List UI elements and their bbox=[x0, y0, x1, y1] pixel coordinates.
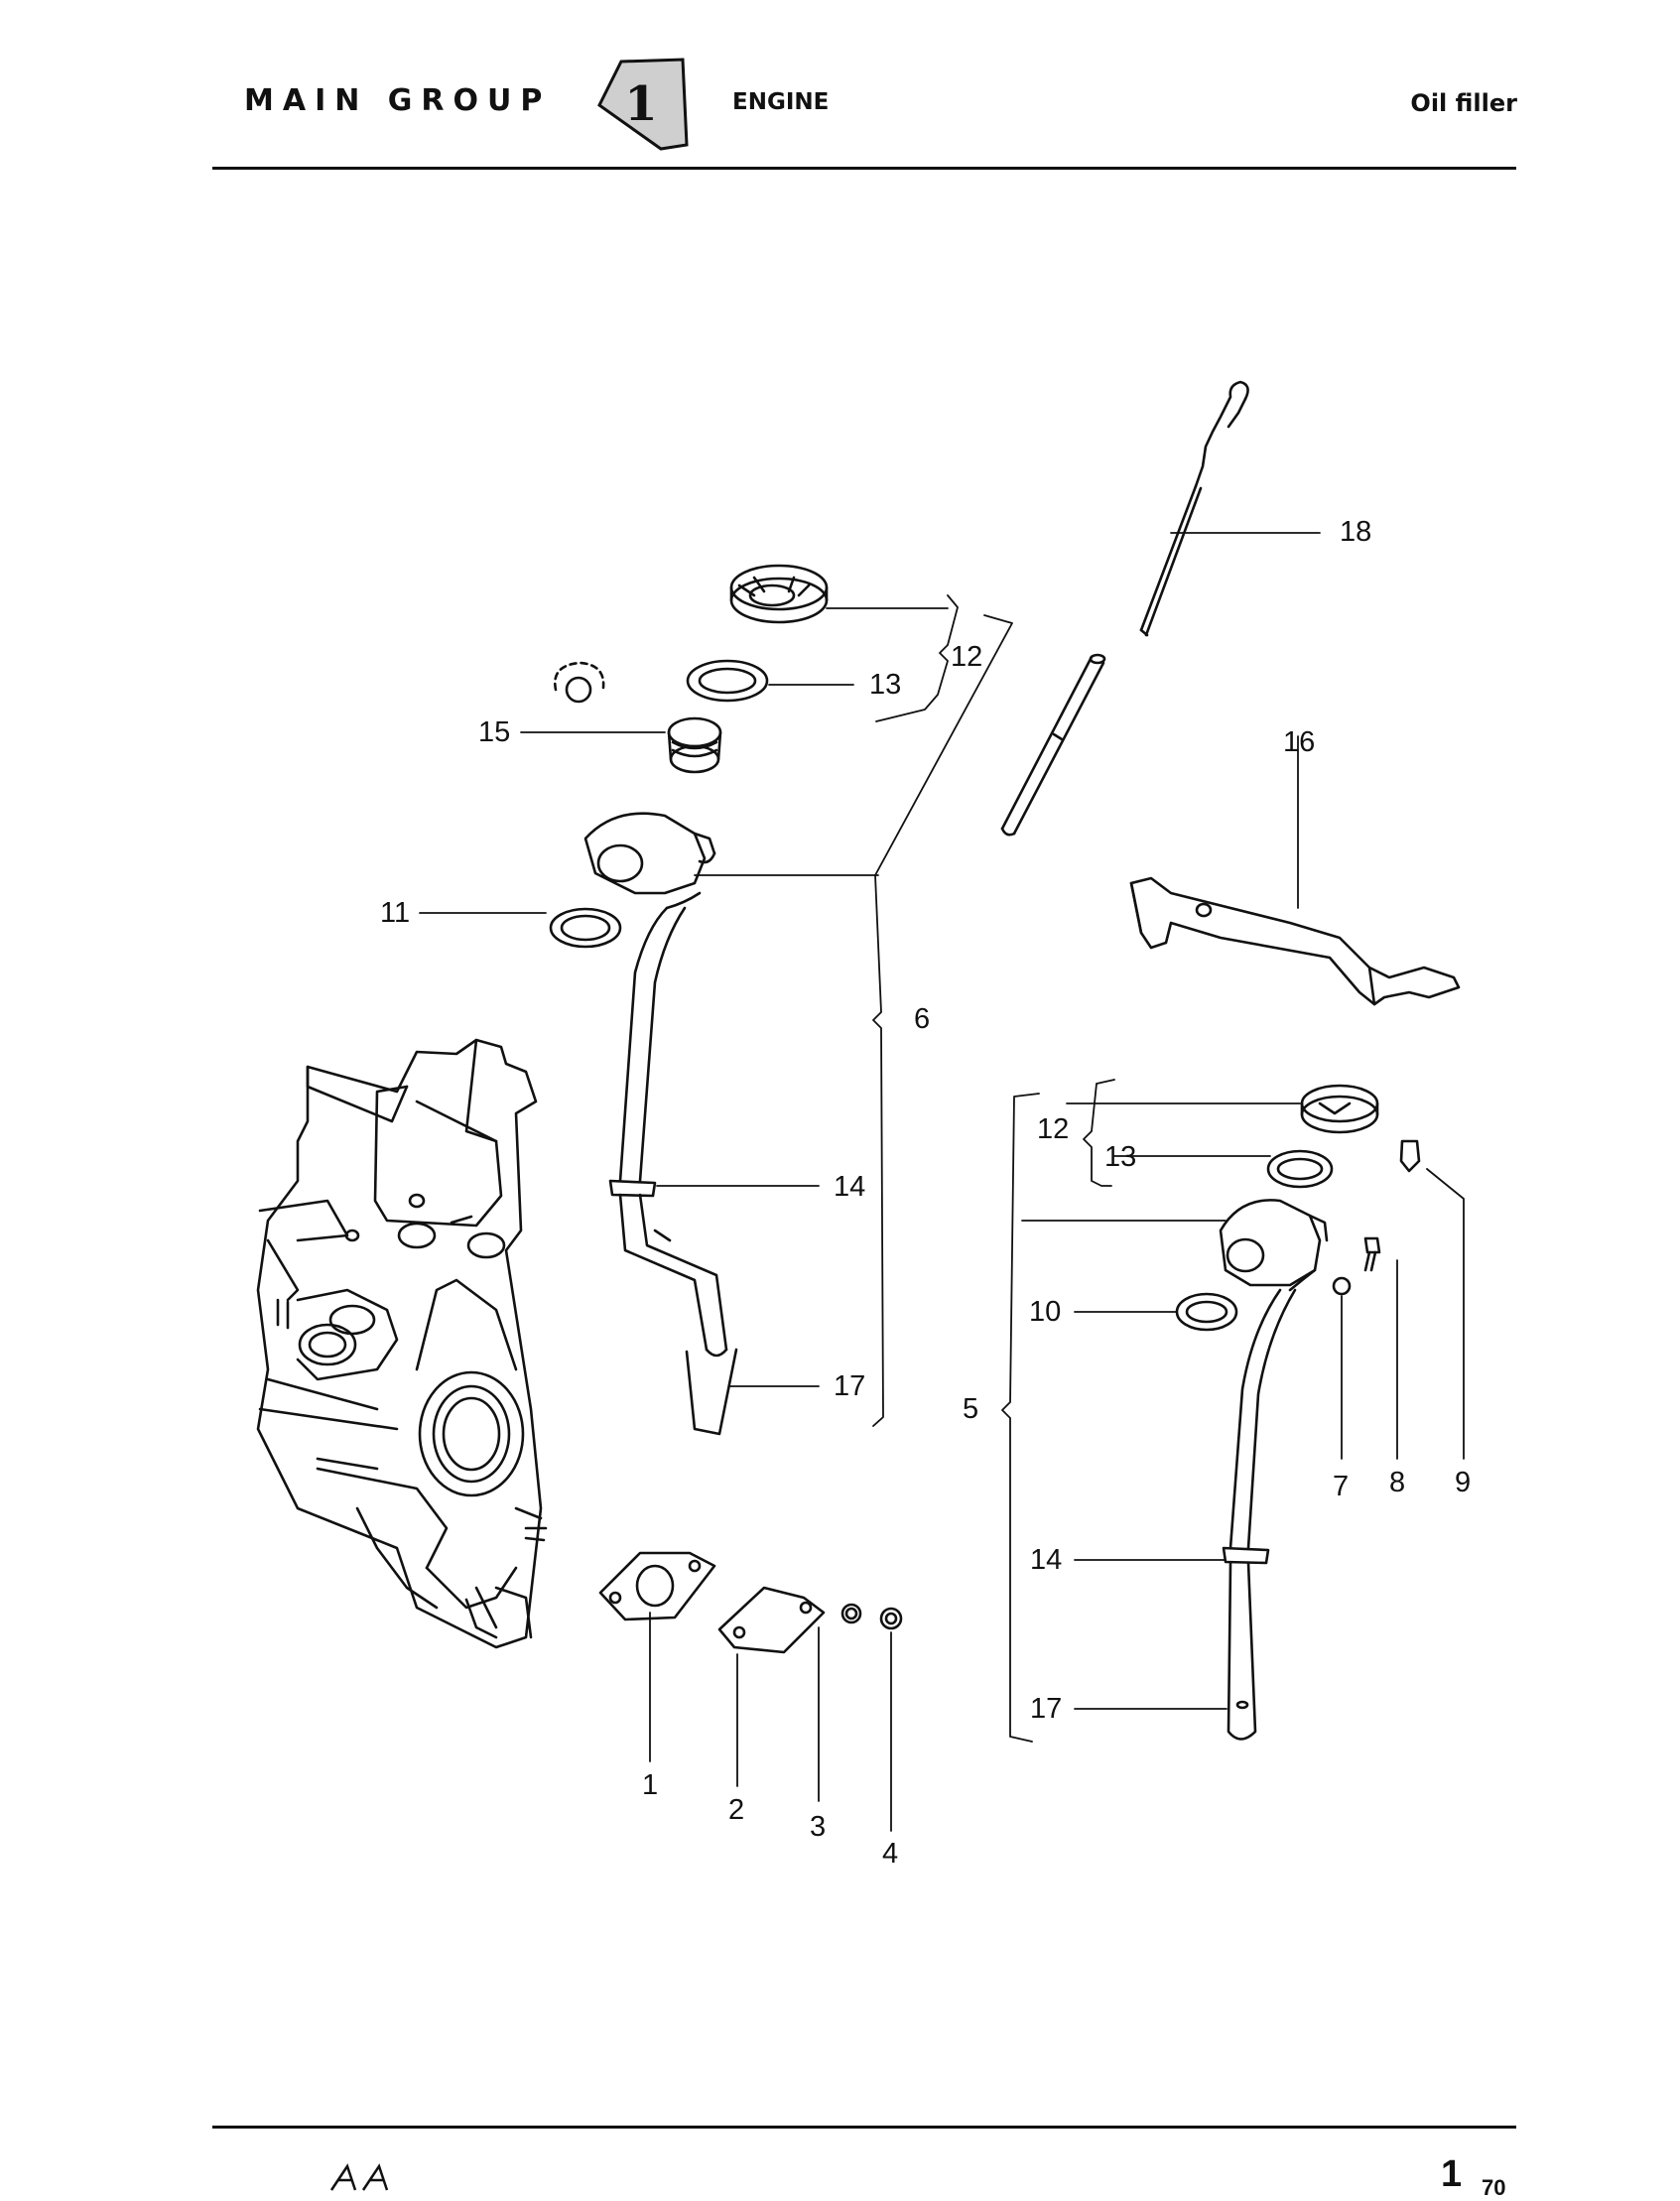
gasket-parts-drawing bbox=[598, 1551, 903, 1654]
callout-17-lower: 17 bbox=[1030, 1693, 1063, 1725]
callout-8: 8 bbox=[1389, 1467, 1406, 1498]
page-title: ENGINE bbox=[732, 89, 830, 115]
group-number: 1 bbox=[624, 76, 658, 132]
callout-15: 15 bbox=[478, 716, 511, 748]
footer-mark bbox=[329, 2157, 399, 2201]
callout-13-upper: 13 bbox=[869, 669, 902, 701]
page-number: 1 bbox=[1441, 2153, 1463, 2195]
callout-12-lower: 12 bbox=[1037, 1113, 1070, 1145]
group-logo-icon: 1 bbox=[591, 54, 691, 155]
callout-5: 5 bbox=[963, 1393, 979, 1425]
callout-7: 7 bbox=[1333, 1471, 1350, 1502]
callout-14-lower: 14 bbox=[1030, 1544, 1063, 1576]
callout-10: 10 bbox=[1029, 1296, 1062, 1328]
callout-4: 4 bbox=[882, 1838, 899, 1870]
page-year: 70 bbox=[1482, 2175, 1506, 2200]
engine-block-drawing bbox=[256, 1038, 548, 1649]
callout-2: 2 bbox=[728, 1794, 745, 1826]
callout-12-upper: 12 bbox=[951, 641, 983, 673]
callout-1: 1 bbox=[642, 1769, 659, 1801]
dipstick-drawing bbox=[1000, 380, 1249, 837]
callout-3: 3 bbox=[810, 1811, 827, 1843]
leader-lines bbox=[419, 532, 1465, 1832]
section-title: Oil filler bbox=[1410, 89, 1517, 117]
header-divider bbox=[212, 167, 1516, 170]
callout-11: 11 bbox=[380, 897, 411, 929]
filler-cap-lower-drawing bbox=[1175, 1084, 1421, 1741]
callout-14-upper: 14 bbox=[834, 1171, 866, 1203]
footer-divider bbox=[212, 2126, 1516, 2129]
callout-17-upper: 17 bbox=[834, 1370, 866, 1402]
callout-9: 9 bbox=[1455, 1467, 1472, 1498]
callout-18: 18 bbox=[1340, 516, 1372, 548]
callout-6: 6 bbox=[914, 1003, 931, 1035]
filler-cap-upper-drawing bbox=[549, 564, 829, 1436]
callout-16: 16 bbox=[1283, 726, 1316, 758]
callout-13-lower: 13 bbox=[1104, 1141, 1137, 1173]
bracket-drawing bbox=[1129, 876, 1461, 1006]
main-group-heading: MAIN GROUP bbox=[244, 83, 552, 118]
